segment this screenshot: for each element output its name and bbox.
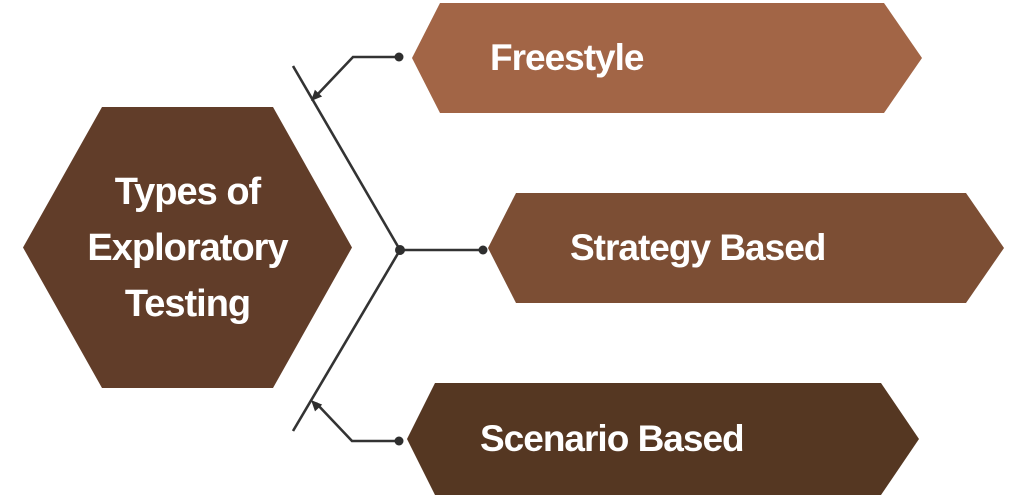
arrowhead-icon-upper xyxy=(311,89,323,101)
root-node-hexagon: Types of Exploratory Testing xyxy=(23,107,352,388)
trunk-line-upper xyxy=(291,65,402,251)
arrowhead-icon-lower xyxy=(311,400,323,412)
connector-dot-scenario xyxy=(394,436,404,446)
connector-dot-strategy xyxy=(478,245,488,255)
branch-node-strategy-based-label: Strategy Based xyxy=(570,227,826,268)
branch-node-scenario-based: Scenario Based xyxy=(407,383,919,495)
branch-node-strategy-based: Strategy Based xyxy=(488,193,1004,303)
branch-line-freestyle xyxy=(315,55,399,97)
branch-node-freestyle: Freestyle xyxy=(412,3,922,113)
branch-node-scenario-based-label: Scenario Based xyxy=(480,418,744,459)
connector-dot-center xyxy=(395,245,405,255)
branch-line-scenario xyxy=(315,402,399,443)
root-node-label: Types of Exploratory Testing xyxy=(87,170,288,325)
branch-node-freestyle-label: Freestyle xyxy=(490,37,644,78)
trunk-line-lower xyxy=(291,249,402,432)
connector-dot-freestyle xyxy=(394,52,404,62)
